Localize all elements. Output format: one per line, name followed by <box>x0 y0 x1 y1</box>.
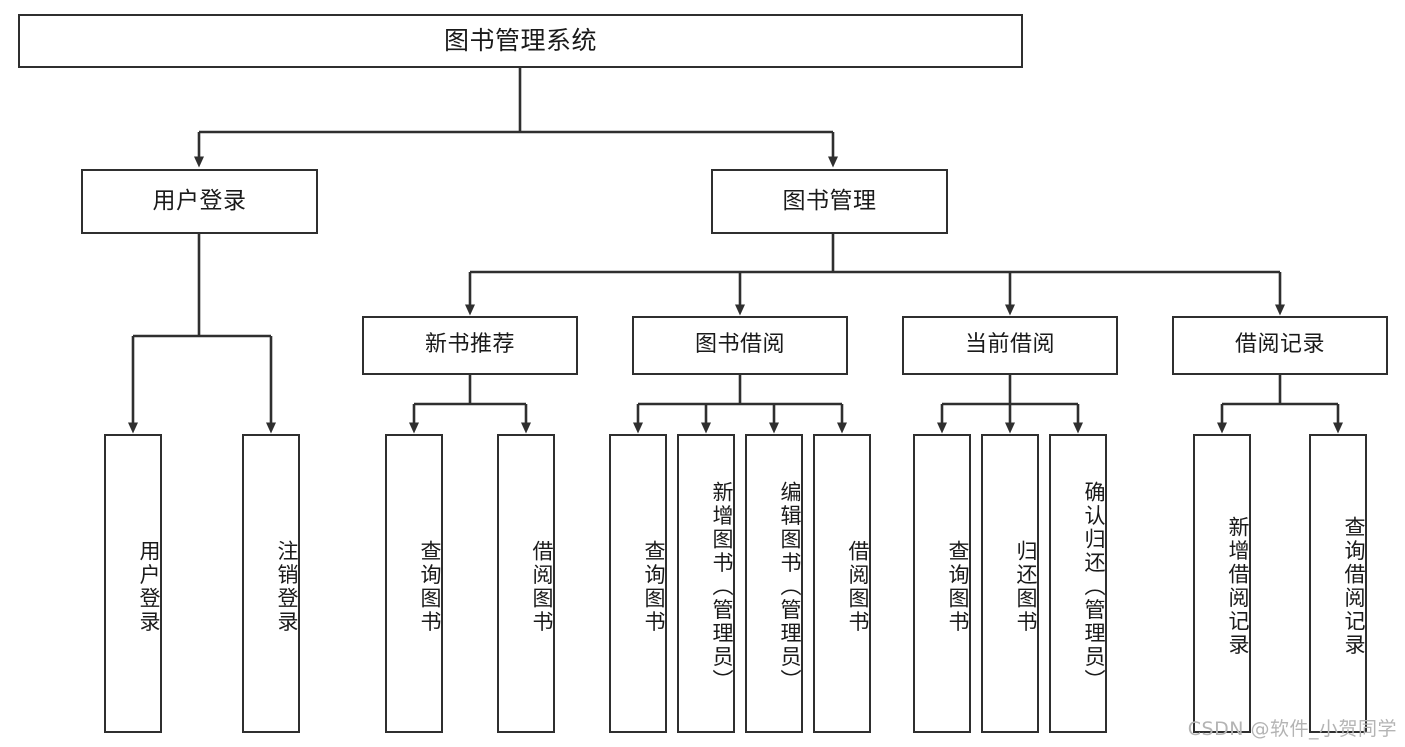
node-leaf-borrow-book-rec[interactable]: 借阅图书 <box>497 434 555 733</box>
node-user-login[interactable]: 用户登录 <box>81 169 318 234</box>
node-label: 注销登录 <box>275 539 299 634</box>
node-leaf-user-login[interactable]: 用户登录 <box>104 434 162 733</box>
node-label: 用户登录 <box>152 187 247 214</box>
node-label: 归还图书 <box>1014 539 1038 634</box>
node-label: 新增借阅记录 <box>1226 516 1250 657</box>
node-label: 用户登录 <box>137 539 161 634</box>
node-leaf-query-book-borrow[interactable]: 查询图书 <box>609 434 667 733</box>
node-label: 查询图书 <box>642 539 666 634</box>
node-leaf-borrow-book[interactable]: 借阅图书 <box>813 434 871 733</box>
node-label: 新增图书（管理员） <box>710 480 734 693</box>
node-label: 借阅图书 <box>530 539 554 634</box>
node-label: 查询图书 <box>418 539 442 634</box>
node-label: 新书推荐 <box>424 332 515 358</box>
watermark-text: CSDN @软件_小贺同学 <box>1187 718 1397 740</box>
node-label: 查询图书 <box>946 539 970 634</box>
node-leaf-query-book-rec[interactable]: 查询图书 <box>385 434 443 733</box>
node-label: 当前借阅 <box>964 332 1055 358</box>
node-label: 图书借阅 <box>694 332 785 358</box>
node-book-manage[interactable]: 图书管理 <box>711 169 948 234</box>
node-leaf-return-book[interactable]: 归还图书 <box>981 434 1039 733</box>
node-label: 确认归还（管理员） <box>1082 480 1106 693</box>
node-label: 查询借阅记录 <box>1342 516 1366 657</box>
node-leaf-edit-book[interactable]: 编辑图书（管理员） <box>745 434 803 733</box>
node-label: 图书管理系统 <box>443 26 597 55</box>
node-leaf-query-record[interactable]: 查询借阅记录 <box>1309 434 1367 733</box>
node-label: 图书管理 <box>782 187 877 214</box>
node-leaf-confirm-return[interactable]: 确认归还（管理员） <box>1049 434 1107 733</box>
node-leaf-user-logout[interactable]: 注销登录 <box>242 434 300 733</box>
node-leaf-add-book[interactable]: 新增图书（管理员） <box>677 434 735 733</box>
node-root-system[interactable]: 图书管理系统 <box>18 14 1023 68</box>
node-book-borrow[interactable]: 图书借阅 <box>632 316 848 375</box>
node-label: 借阅记录 <box>1234 332 1325 358</box>
node-label: 编辑图书（管理员） <box>778 480 802 693</box>
node-leaf-add-record[interactable]: 新增借阅记录 <box>1193 434 1251 733</box>
node-leaf-query-book-cur[interactable]: 查询图书 <box>913 434 971 733</box>
node-label: 借阅图书 <box>846 539 870 634</box>
node-borrow-record[interactable]: 借阅记录 <box>1172 316 1388 375</box>
node-current-borrow[interactable]: 当前借阅 <box>902 316 1118 375</box>
node-new-book-rec[interactable]: 新书推荐 <box>362 316 578 375</box>
